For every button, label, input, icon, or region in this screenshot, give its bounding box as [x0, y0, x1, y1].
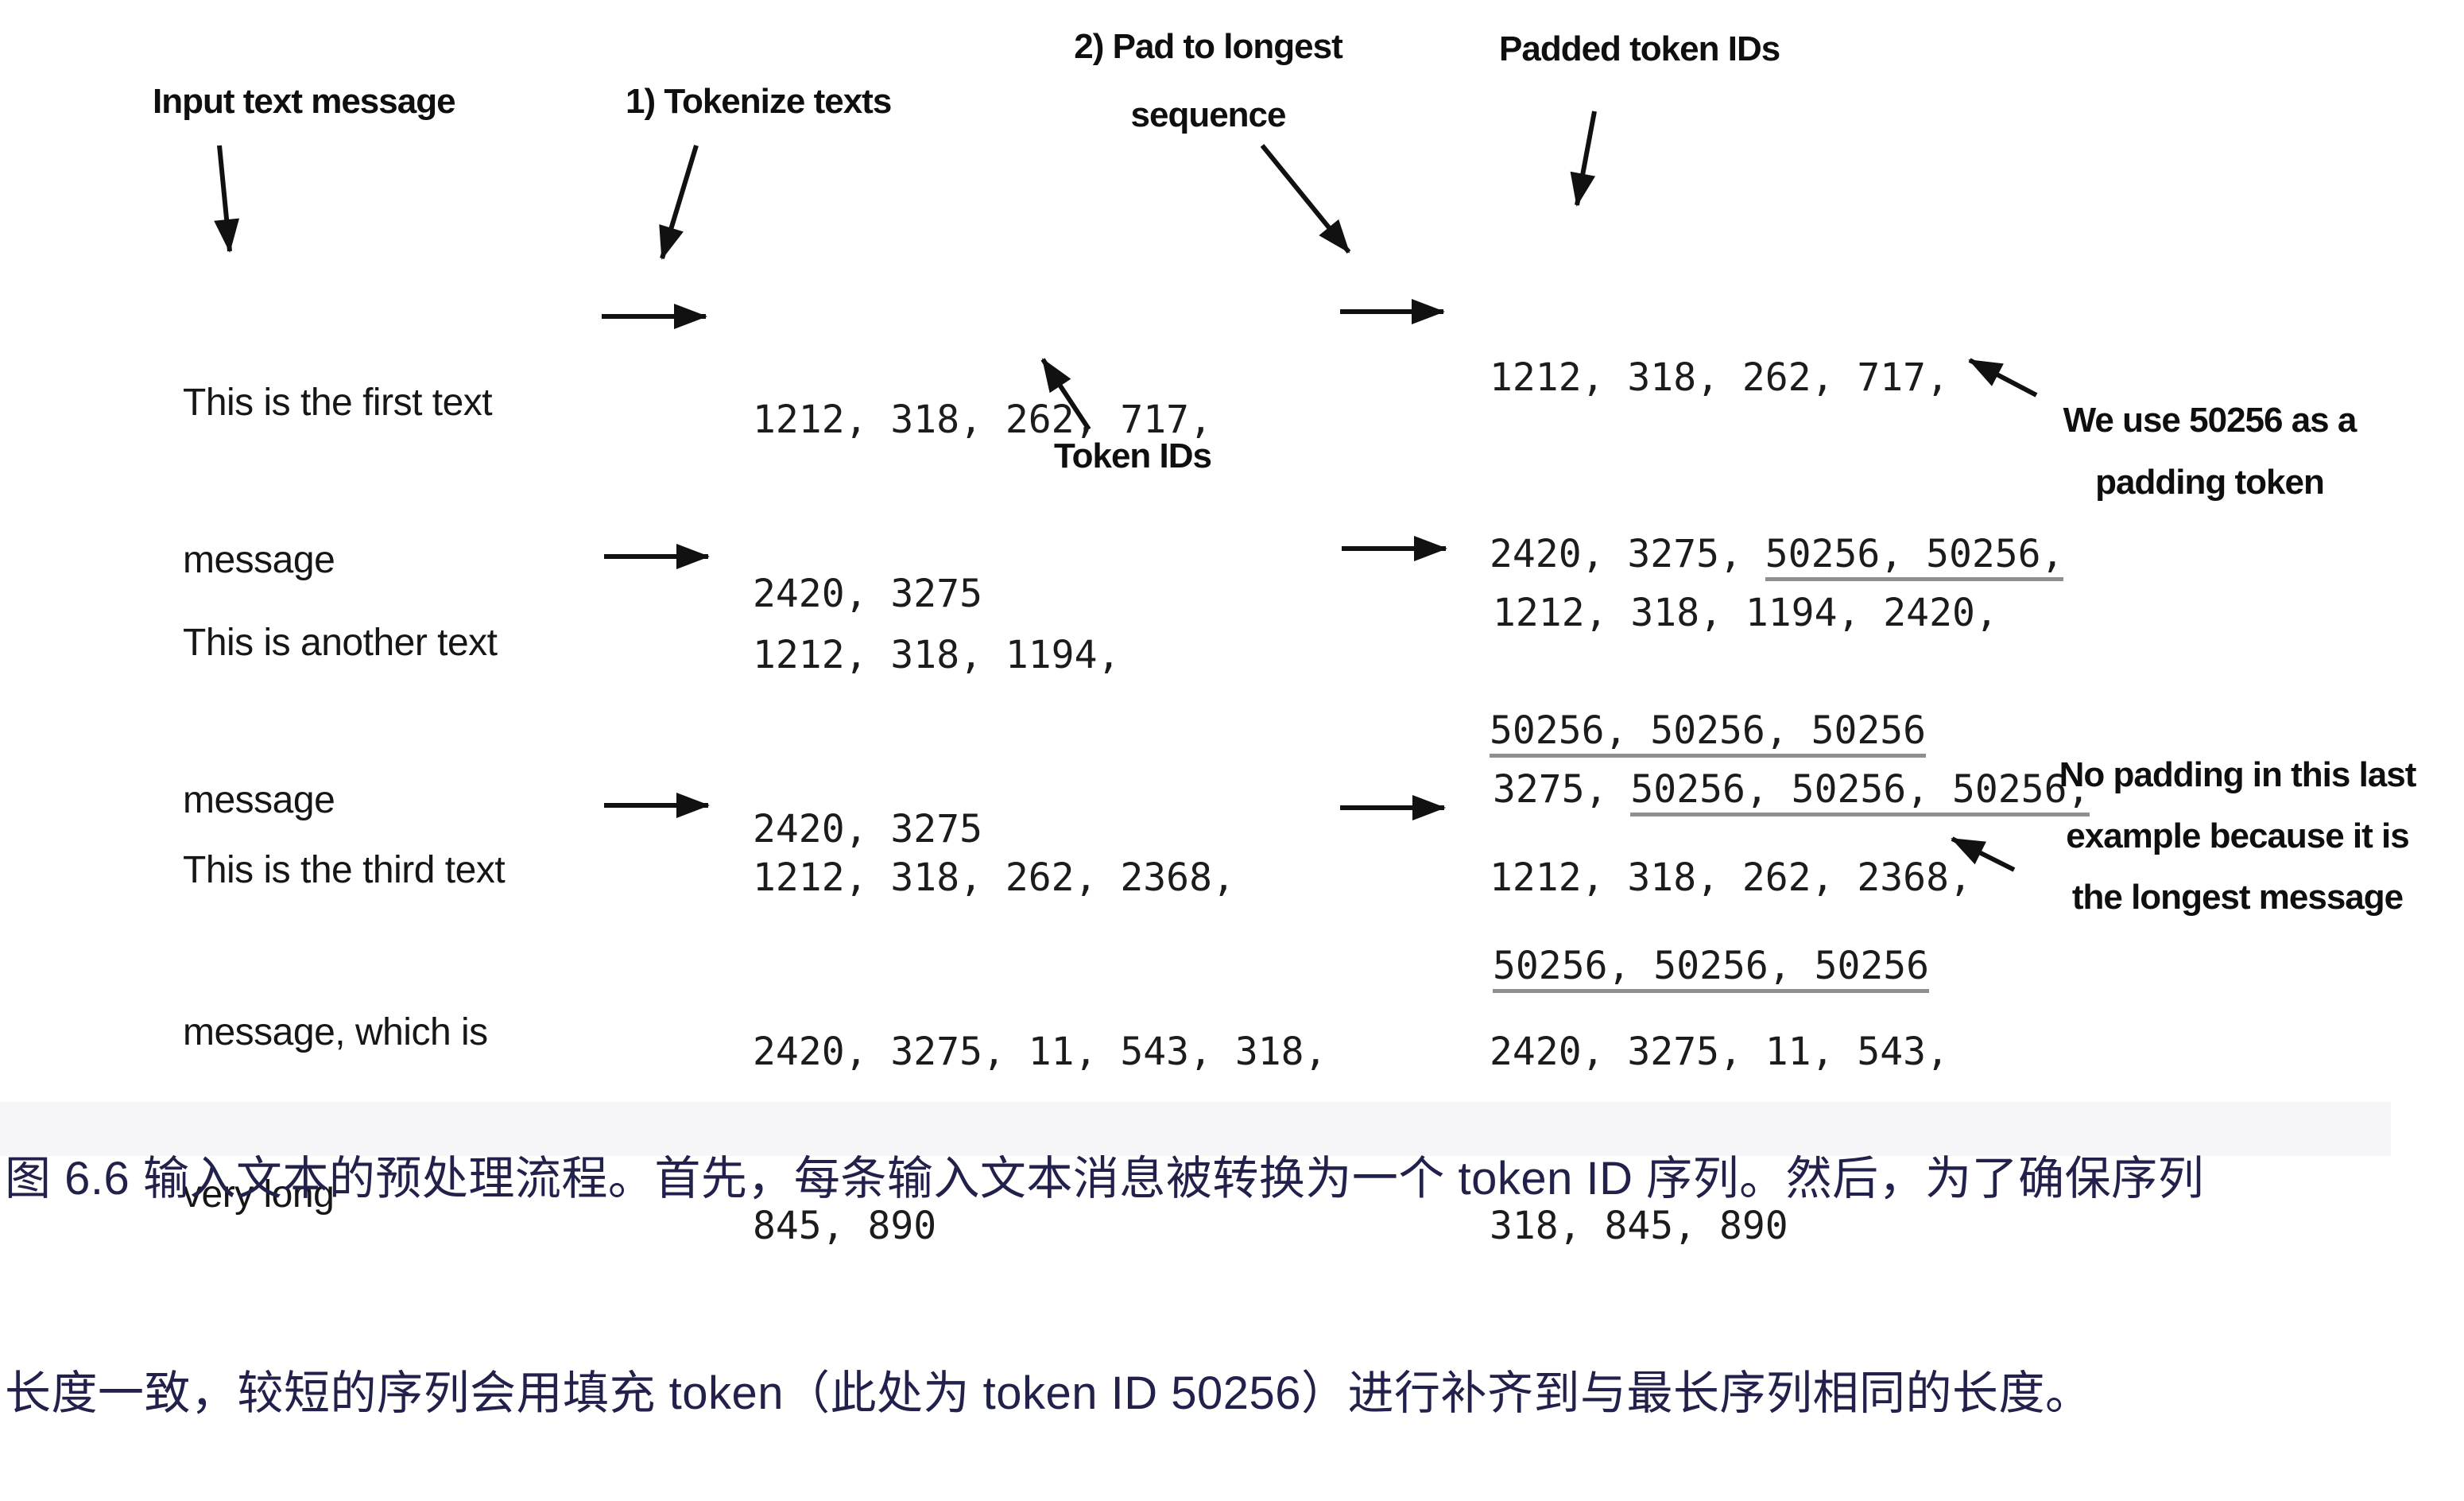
row3-message-line1: This is the third text [183, 849, 506, 891]
row1-padded-line1: 1212, 318, 262, 717, [1490, 355, 1949, 400]
figure-caption-line1: 图 6.6 输入文本的预处理流程。首先，每条输入文本消息被转换为一个 token… [5, 1153, 2205, 1204]
row2-padded-token-ids: 1212, 318, 1194, 2420, 3275, 50256, 5025… [1493, 466, 2090, 1054]
row3-padded-line2: 2420, 3275, 11, 543, [1490, 1030, 1949, 1074]
row2-padded-line3: 50256, 50256, 50256 [1493, 937, 2090, 995]
row2-token-ids-line1: 1212, 318, 1194, [753, 633, 1121, 677]
arrow-no-padding-annotation [1951, 836, 2016, 872]
pad-label-line1: 2) Pad to longest [1074, 27, 1342, 66]
row2-token-ids: 1212, 318, 1194, 2420, 3275 [753, 510, 1120, 917]
annotation-no-padding-line2: example because it is [2066, 816, 2409, 855]
annotation-padding-token-line2: padding token [2095, 463, 2325, 502]
row2-token-ids-line2: 2420, 3275 [753, 807, 982, 851]
row2-message: This is another text message [183, 512, 498, 879]
arrow-padding-token-annotation [1968, 358, 2038, 398]
annotation-padding-token-line1: We use 50256 as a [2063, 401, 2357, 440]
annotation-no-padding: No padding in this last example because … [2027, 744, 2448, 928]
row3-token-ids-line2: 2420, 3275, 11, 543, 318, [753, 1030, 1327, 1074]
row2-message-line1: This is another text [183, 622, 498, 664]
column-label-pad-to-longest: 2) Pad to longest sequence [1057, 13, 1359, 149]
annotation-padding-token: We use 50256 as a padding token [2003, 390, 2416, 514]
arrow-input-label [214, 145, 240, 253]
row3-padded-line1: 1212, 318, 262, 2368, [1490, 855, 1972, 900]
row2-padded-line1: 1212, 318, 1194, 2420, [1493, 591, 1998, 635]
annotation-no-padding-line1: No padding in this last [2059, 755, 2417, 794]
figure-caption: 图 6.6 输入文本的预处理流程。首先，每条输入文本消息被转换为一个 token… [5, 1000, 2461, 1501]
annotation-no-padding-line3: the longest message [2071, 878, 2404, 917]
arrow-padded-label [1570, 111, 1597, 207]
row1-message-line1: This is the first text [183, 382, 493, 424]
pad-label-line2: sequence [1130, 95, 1287, 134]
row1-token-ids-line1: 1212, 318, 262, 717, [753, 398, 1212, 442]
row1-padded-line3: 50256, 50256, 50256 [1490, 701, 2063, 760]
row2-padded-line2: 3275, 50256, 50256, 50256, [1493, 760, 2090, 819]
column-label-tokenize-texts: 1) Tokenize texts [626, 82, 892, 121]
row1-message: This is the first text message [183, 272, 493, 639]
row1-token-ids-line2: 2420, 3275 [753, 572, 982, 616]
row1-message-line2: message [183, 539, 335, 581]
row1-token-ids: 1212, 318, 262, 717, 2420, 3275 [753, 275, 1212, 681]
column-label-padded-token-ids: Padded token IDs [1499, 29, 1780, 68]
row1-padded-line2: 2420, 3275, 50256, 50256, [1490, 525, 2064, 584]
arrows-layer [214, 111, 2038, 872]
figure-caption-line2: 长度一致，较短的序列会用填充 token（此处为 token ID 50256）… [5, 1367, 2092, 1419]
arrow-tokenize-label [659, 145, 699, 260]
arrow-token-ids-annotation [1040, 358, 1091, 431]
annotation-token-ids: Token IDs [1054, 436, 1212, 475]
column-label-input-text-message: Input text message [153, 82, 456, 121]
row2-message-line2: message [183, 779, 335, 821]
arrow-pad-label [1260, 144, 1351, 254]
row1-padded-token-ids: 1212, 318, 262, 717, 2420, 3275, 50256, … [1490, 231, 2064, 819]
row3-message-line2: message, which is [183, 1011, 488, 1053]
caption-background-strip [0, 1102, 2391, 1156]
row3-token-ids-line1: 1212, 318, 262, 2368, [753, 855, 1235, 900]
